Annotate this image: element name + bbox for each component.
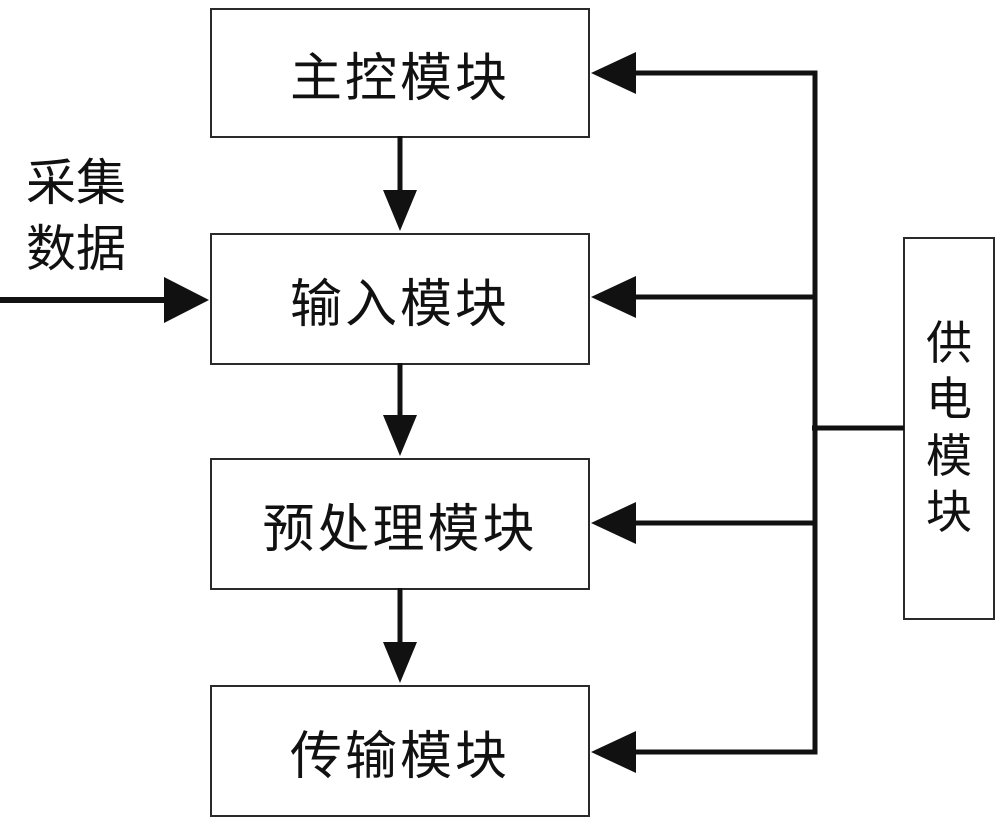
external-input-label-line1: 采集: [26, 155, 126, 211]
arrowhead-main-to-input: [383, 190, 417, 231]
arrowhead-input-to-preprocess: [383, 415, 417, 456]
arrowhead-power-to-preprocess: [591, 502, 636, 544]
external-input-label-line2: 数据: [26, 221, 126, 277]
node-preprocess-label: 预处理模块: [262, 501, 538, 559]
arrowhead-external-to-input: [164, 277, 209, 323]
node-transmission-module: 传输模块: [210, 685, 590, 817]
node-main-control-module: 主控模块: [210, 8, 590, 138]
node-input-module: 输入模块: [210, 233, 590, 365]
node-transmission-label: 传输模块: [289, 728, 510, 786]
node-power-supply-module: 供电模块: [903, 237, 995, 620]
node-power-supply-label: 供电模块: [926, 318, 972, 538]
arrowhead-power-to-main: [591, 52, 636, 94]
arrowhead-preprocess-to-transmission: [383, 642, 417, 683]
external-input-label: 采集 数据: [26, 150, 176, 282]
arrowhead-power-to-transmission: [591, 731, 636, 773]
node-main-control-label: 主控模块: [289, 50, 510, 108]
node-preprocess-module: 预处理模块: [210, 458, 590, 590]
arrowhead-power-to-input: [591, 276, 636, 318]
node-input-label: 输入模块: [289, 276, 510, 334]
